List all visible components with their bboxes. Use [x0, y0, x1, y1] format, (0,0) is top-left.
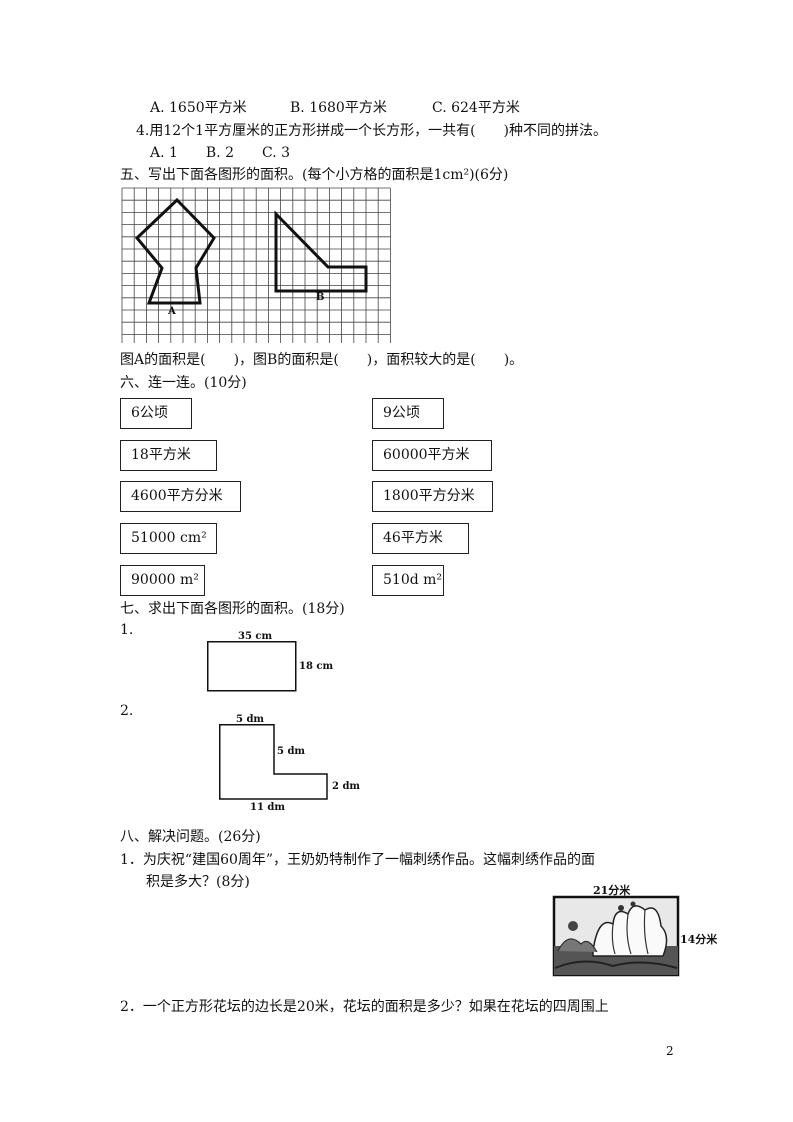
q3-option-c: C. 624平方米 — [432, 100, 520, 116]
page-number: 2 — [666, 1044, 674, 1058]
q4-question: 4.用12个1平方厘米的正方形拼成一个长方形，一共有( )种不同的拼法。 — [136, 123, 608, 139]
grid-figure — [121, 187, 391, 343]
section5-answer: 图A的面积是( )，图B的面积是( )，面积较大的是( )。 — [120, 352, 524, 368]
q2-line1: 2．一个正方形花坛的边长是20米，花坛的面积是多少？如果在花坛的四周围上 — [120, 999, 609, 1015]
l-right-label: 2 dm — [332, 781, 361, 792]
section8-title: 八、解决问题。(26分) — [120, 829, 261, 845]
rect-top-label: 35 cm — [238, 631, 273, 642]
section7-title: 七、求出下面各图形的面积。(18分) — [120, 601, 345, 617]
picture-top-label: 21分米 — [593, 884, 631, 897]
rectangle-figure — [207, 641, 297, 692]
shape-b-label: B — [316, 292, 325, 303]
match-left-2[interactable]: 18平方米 — [120, 440, 217, 471]
section6-title: 六、连一连。(10分) — [120, 375, 247, 391]
section5-title: 五、写出下面各图形的面积。(每个小方格的面积是1cm²)(6分) — [120, 167, 509, 183]
match-left-4[interactable]: 51000 cm² — [120, 523, 217, 554]
match-left-1[interactable]: 6公顷 — [120, 398, 192, 429]
match-right-2[interactable]: 60000平方米 — [372, 440, 492, 471]
section7-item2: 2. — [120, 703, 134, 719]
q3-option-b: B. 1680平方米 — [290, 100, 387, 116]
q4-options: A. 1 B. 2 C. 3 — [150, 145, 291, 161]
q1-line1: 1．为庆祝“建国60周年”，王奶奶特制作了一幅刺绣作品。这幅刺绣作品的面 — [120, 852, 596, 868]
rect-side-label: 18 cm — [299, 661, 334, 672]
q3-option-a: A. 1650平方米 — [150, 100, 247, 116]
q1-line2: 积是多大？(8分) — [146, 874, 250, 890]
match-right-1[interactable]: 9公顷 — [372, 398, 444, 429]
match-left-5[interactable]: 90000 m² — [120, 565, 205, 596]
l-shape-figure — [219, 724, 328, 800]
grid-lines — [121, 187, 391, 343]
shape-b — [274, 210, 368, 293]
l-mid-label: 5 dm — [277, 746, 306, 757]
section7-item1: 1. — [120, 622, 134, 638]
shape-a — [134, 197, 216, 305]
picture-side-label: 14分米 — [680, 933, 718, 946]
embroidery-picture — [552, 895, 680, 977]
l-bottom-label: 11 dm — [250, 802, 285, 813]
match-right-5[interactable]: 510d m² — [372, 565, 444, 596]
match-left-3[interactable]: 4600平方分米 — [120, 481, 241, 512]
shape-a-label: A — [168, 306, 176, 317]
l-top-label: 5 dm — [236, 714, 265, 725]
match-right-4[interactable]: 46平方米 — [372, 523, 469, 554]
match-right-3[interactable]: 1800平方分米 — [372, 481, 493, 512]
